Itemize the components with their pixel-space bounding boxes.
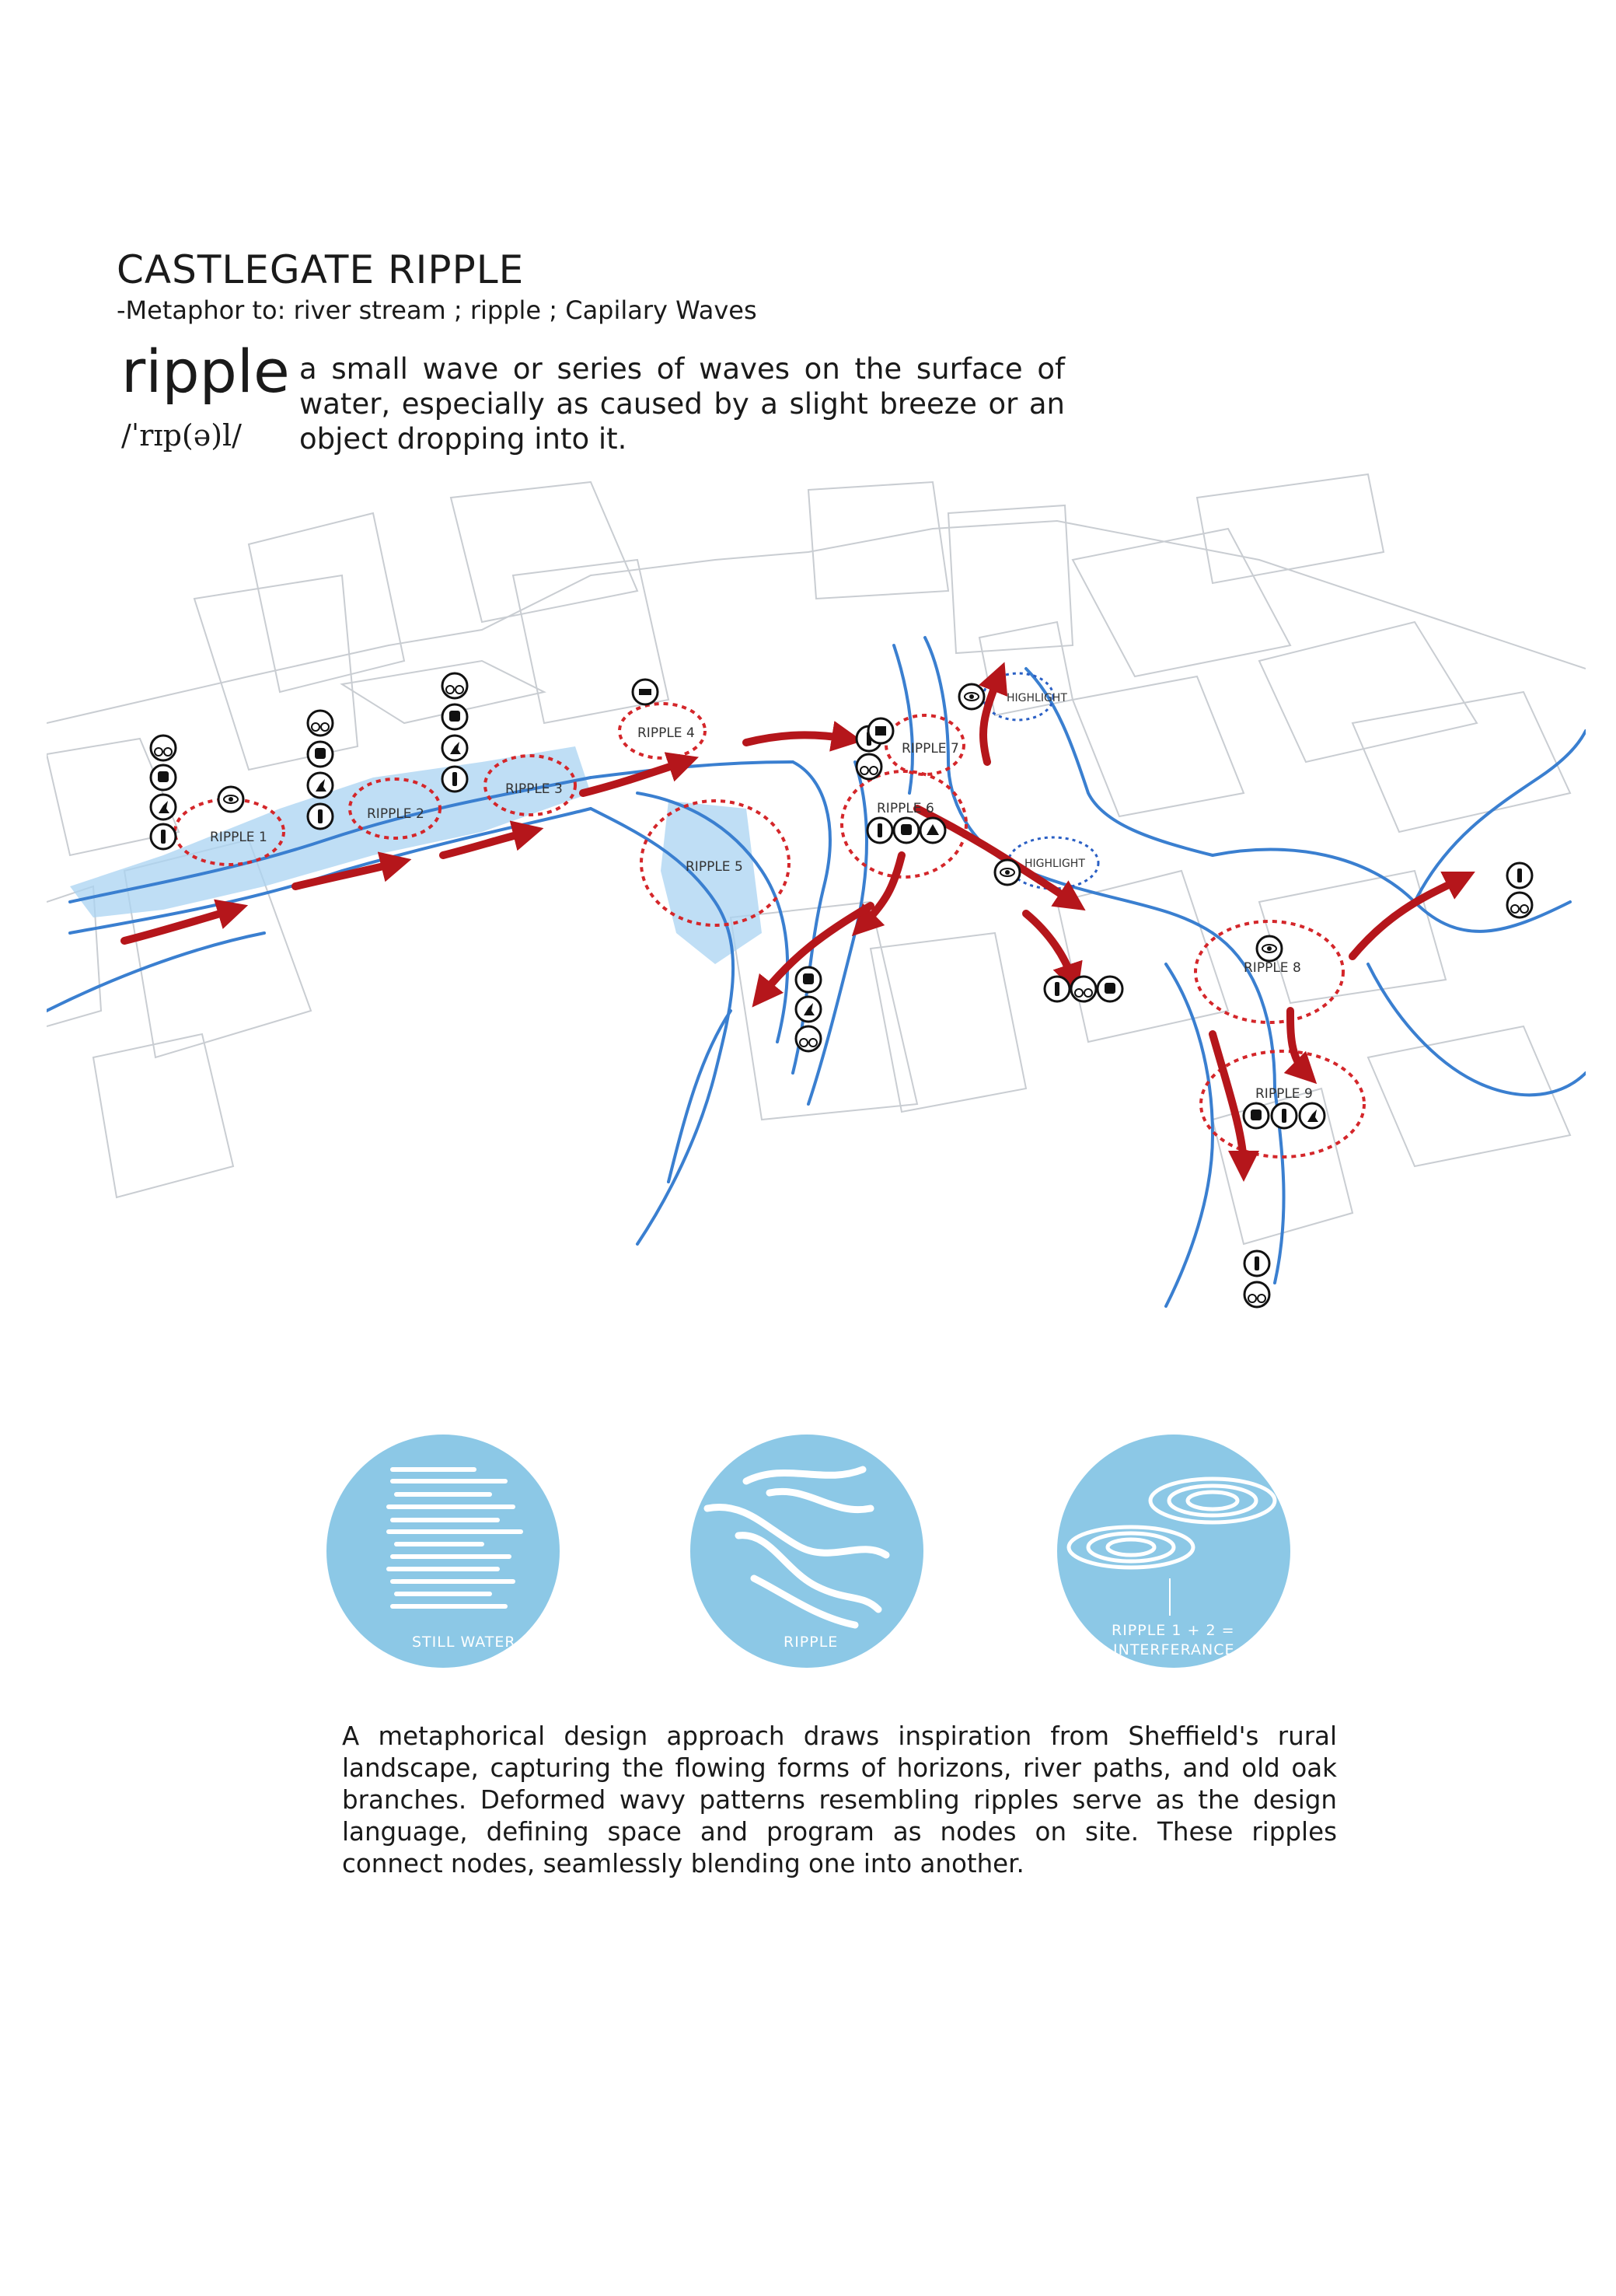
concept-label-still-water: STILL WATER — [412, 1634, 516, 1651]
walking-icon — [1244, 1251, 1269, 1276]
concept-diagrams: STILL WATER RIPPLE RIPPLE 1 + 2 = INTERF… — [0, 1415, 1616, 1687]
cycling-icon — [1244, 1282, 1269, 1307]
ripple-nodes — [175, 704, 1364, 1157]
label-ripple-6: RIPPLE 6 — [877, 801, 934, 816]
site-map-diagram: RIPPLE 1 RIPPLE 2 RIPPLE 3 RIPPLE 4 RIPP… — [47, 467, 1586, 1368]
seated-person-icon — [1244, 1103, 1269, 1128]
walking-icon — [1045, 977, 1070, 1001]
seated-person-icon — [442, 704, 467, 729]
cycling-icon — [151, 736, 176, 760]
ripple-labels: RIPPLE 1 RIPPLE 2 RIPPLE 3 RIPPLE 4 RIPP… — [210, 692, 1313, 1102]
event-icon — [920, 818, 945, 843]
walking-icon — [151, 824, 176, 849]
walking-icon — [867, 818, 892, 843]
label-highlight-2: HIGHLIGHT — [1024, 858, 1085, 870]
picnic-icon — [633, 680, 658, 704]
page-title: CASTLEGATE RIPPLE — [117, 247, 524, 292]
walking-icon — [1507, 863, 1532, 888]
cycling-icon — [308, 711, 333, 736]
walking-icon — [1272, 1103, 1297, 1128]
label-ripple-9: RIPPLE 9 — [1255, 1086, 1313, 1102]
viewpoint-eye-icon — [995, 860, 1020, 885]
page-subtitle: -Metaphor to: river stream ; ripple ; Ca… — [117, 295, 757, 325]
walking-icon — [442, 767, 467, 792]
seated-person-icon — [894, 818, 919, 843]
running-icon — [1300, 1103, 1325, 1128]
running-icon — [442, 736, 467, 760]
water-area-ripple5 — [661, 801, 762, 964]
concept-interference: RIPPLE 1 + 2 = INTERFERANCE — [1057, 1435, 1290, 1668]
concept-label-ripple: RIPPLE — [784, 1634, 838, 1651]
label-ripple-5: RIPPLE 5 — [686, 859, 743, 875]
cycling-icon — [796, 1026, 821, 1051]
cycling-icon — [442, 673, 467, 698]
concept-label-interference-1: RIPPLE 1 + 2 = — [1112, 1622, 1235, 1639]
viewpoint-eye-icon — [959, 684, 984, 709]
seated-person-icon — [151, 765, 176, 790]
running-icon — [796, 997, 821, 1022]
label-ripple-2: RIPPLE 2 — [367, 806, 424, 822]
label-highlight-1: HIGHLIGHT — [1007, 692, 1067, 704]
running-icon — [151, 795, 176, 820]
seated-person-icon — [308, 742, 333, 767]
cycling-icon — [1071, 977, 1096, 1001]
definition-pronunciation: /ˈrɪp(ə)l/ — [121, 418, 242, 453]
running-icon — [308, 773, 333, 798]
label-ripple-1: RIPPLE 1 — [210, 830, 267, 845]
concept-still-water: STILL WATER — [326, 1435, 560, 1668]
label-ripple-3: RIPPLE 3 — [505, 781, 563, 797]
viewpoint-eye-icon — [1257, 936, 1282, 961]
concept-label-interference-2: INTERFERANCE — [1113, 1641, 1234, 1658]
definition-word: ripple — [121, 342, 290, 401]
walking-icon — [308, 804, 333, 829]
water-area — [70, 746, 591, 917]
design-description: A metaphorical design approach draws ins… — [342, 1721, 1337, 1880]
concept-ripple: RIPPLE — [690, 1435, 923, 1668]
label-ripple-7: RIPPLE 7 — [902, 741, 959, 757]
label-ripple-4: RIPPLE 4 — [637, 725, 695, 741]
viewpoint-eye-icon — [218, 787, 243, 812]
cycling-icon — [1507, 893, 1532, 917]
definition-text: a small wave or series of waves on the s… — [299, 351, 1065, 456]
label-ripple-8: RIPPLE 8 — [1244, 960, 1301, 976]
cycling-icon — [857, 754, 881, 779]
family-icon — [868, 718, 893, 743]
seated-person-icon — [1098, 977, 1122, 1001]
seated-person-icon — [796, 967, 821, 992]
